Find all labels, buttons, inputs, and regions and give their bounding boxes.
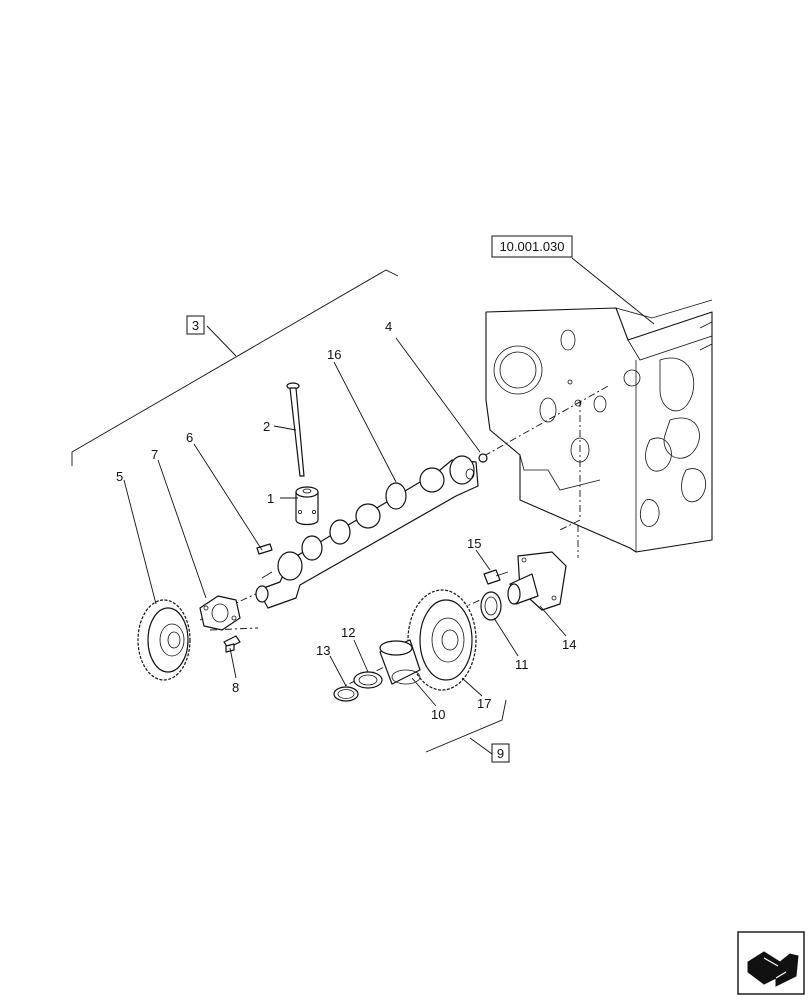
callout-6[interactable]: 6 <box>186 430 193 445</box>
callouts: 2 1 4 5 6 7 8 16 10 11 12 13 14 15 17 <box>116 319 576 722</box>
tappet <box>295 486 319 526</box>
bushing <box>379 639 421 685</box>
camshaft-gear <box>137 599 191 681</box>
push-rod <box>286 382 305 477</box>
thrust-plate <box>199 595 241 631</box>
idler-shaft-bracket <box>507 551 567 611</box>
bolt-8 <box>223 635 241 653</box>
callout-14[interactable]: 14 <box>562 637 576 652</box>
group-label-3: 3 <box>192 318 199 333</box>
callout-5[interactable]: 5 <box>116 469 123 484</box>
engine-block <box>485 299 713 553</box>
plug-ball <box>478 453 488 463</box>
next-page-arrow-icon[interactable] <box>737 931 805 995</box>
callout-4[interactable]: 4 <box>385 319 392 334</box>
group-label-9: 9 <box>497 746 504 761</box>
callout-16[interactable]: 16 <box>327 347 341 362</box>
leader-lines <box>123 257 655 707</box>
callout-7[interactable]: 7 <box>151 447 158 462</box>
reference-label: 10.001.030 <box>499 239 564 254</box>
callout-13[interactable]: 13 <box>316 643 330 658</box>
reference-box[interactable]: 10.001.030 <box>491 235 573 258</box>
callout-1[interactable]: 1 <box>267 491 274 506</box>
idler-gear <box>407 589 477 691</box>
group-box-9[interactable]: 9 <box>491 743 510 763</box>
woodruff-key <box>256 543 273 555</box>
washer-11 <box>480 591 502 621</box>
group-bracket-9 <box>425 699 507 755</box>
callout-15[interactable]: 15 <box>467 536 481 551</box>
callout-12[interactable]: 12 <box>341 625 355 640</box>
callout-10[interactable]: 10 <box>431 707 445 722</box>
callout-8[interactable]: 8 <box>232 680 239 695</box>
washer-12 <box>353 671 383 689</box>
circlip-13 <box>333 686 359 702</box>
callout-11[interactable]: 11 <box>515 657 529 672</box>
camshaft <box>255 455 479 609</box>
group-box-3[interactable]: 3 <box>186 315 205 335</box>
callout-17[interactable]: 17 <box>477 696 491 711</box>
bolt-15 <box>483 569 509 585</box>
group-bracket-3 <box>71 269 399 466</box>
callout-2[interactable]: 2 <box>263 419 270 434</box>
